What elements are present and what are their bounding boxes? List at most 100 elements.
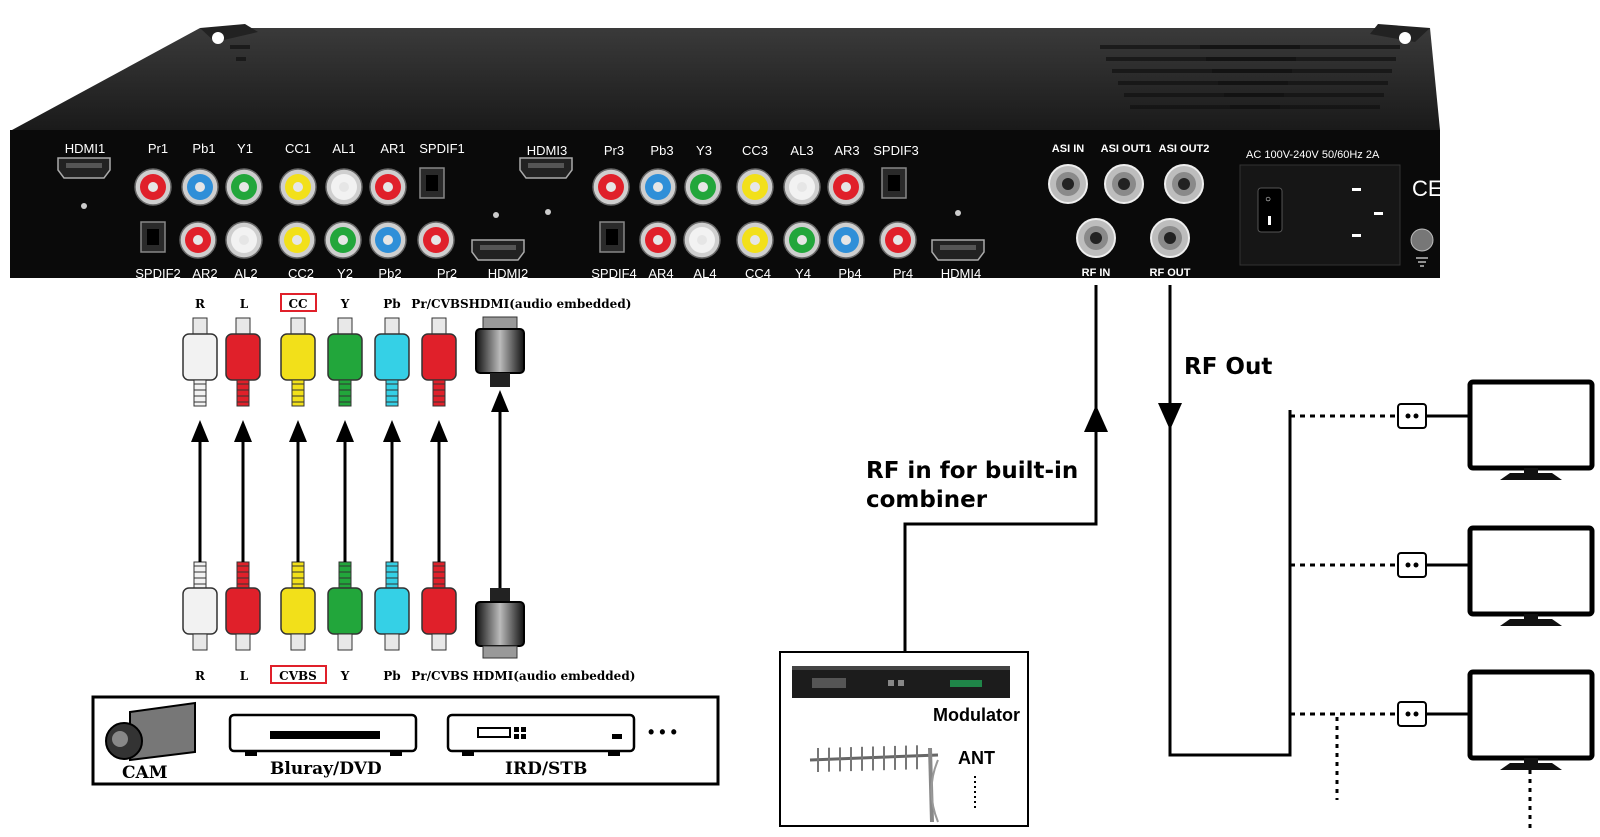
indicator-led — [493, 212, 499, 218]
outlet-socket — [1413, 711, 1419, 717]
rca-top-mid-4 — [783, 168, 821, 206]
rca-pin — [750, 182, 760, 192]
rca-pin — [797, 182, 807, 192]
rca-pin — [239, 182, 249, 192]
rca-bottom-left-5 — [417, 221, 455, 259]
panel-label-bottom-left: CC2 — [288, 266, 314, 281]
plug-tip — [337, 317, 353, 335]
cable-label-top: CC — [288, 297, 307, 311]
rca-top-mid-0 — [592, 168, 630, 206]
rca-pin — [339, 182, 349, 192]
vent-slot — [1230, 105, 1380, 109]
rca-plug — [327, 317, 363, 407]
hdmi-port-pins — [480, 245, 516, 250]
outlet-socket — [1405, 413, 1411, 419]
power-label: AC 100V-240V 50/60Hz 2A — [1246, 149, 1380, 161]
source-label-cam: CAM — [122, 763, 168, 783]
rca-pin — [195, 182, 205, 192]
cable-label-top: Pb — [383, 297, 400, 311]
spdif-shell — [599, 221, 625, 253]
vent-slot — [1206, 57, 1396, 61]
ant-label: ANT — [958, 748, 995, 768]
panel-label-asi: ASI IN — [1052, 143, 1084, 155]
panel-label-top-left: Pb1 — [192, 141, 215, 156]
cable-label-bottom: L — [240, 669, 249, 683]
panel-label-top-mid: CC3 — [742, 143, 768, 158]
panel-label-top-left: CC1 — [285, 141, 311, 156]
bluray-device: Bluray/DVD — [228, 713, 418, 779]
panel-label-bottom-mid: Y4 — [795, 266, 811, 281]
plug-tip — [235, 317, 251, 335]
plug-body — [374, 587, 410, 635]
outlet-socket — [1405, 711, 1411, 717]
rca-plug — [327, 561, 363, 651]
spdif-opening — [426, 175, 438, 191]
cable-label-top: HDMI(audio embedded) — [469, 297, 632, 311]
hdmi-plug-tip — [482, 645, 518, 659]
ce-mark: CE — [1412, 176, 1443, 201]
plug-body — [327, 587, 363, 635]
plug-strain-relief — [338, 379, 352, 407]
rca-plug — [421, 317, 457, 407]
antenna-icon — [809, 745, 939, 823]
ird-device: IRD/STB — [446, 713, 636, 779]
rca-pin — [841, 235, 851, 245]
asi-in-port — [1048, 164, 1088, 204]
panel-label-top-left: Pr1 — [148, 141, 168, 156]
vent-slots — [230, 45, 1400, 109]
rca-top-left-3 — [279, 168, 317, 206]
rf-in-arrow-icon — [1084, 405, 1108, 432]
rca-plug — [182, 317, 218, 407]
plug-body — [182, 587, 218, 635]
panel-label-bottom-left: AR2 — [192, 266, 217, 281]
panel-label-bottom-left: SPDIF2 — [135, 266, 181, 281]
plug-strain-relief — [432, 379, 446, 407]
cable-label-bottom: Y — [340, 669, 350, 683]
rca-pin — [653, 182, 663, 192]
sources-ellipsis: • • • — [648, 722, 677, 742]
vent-slot — [1218, 81, 1388, 85]
tv-neck — [1524, 614, 1538, 620]
vent-slot — [1118, 81, 1288, 85]
rf-source-box: Modulator ANT — [779, 651, 1029, 827]
hdmi-plug-body — [475, 601, 525, 647]
source-label-ird: IRD/STB — [505, 759, 587, 779]
plug-body — [374, 333, 410, 381]
plug-strain-relief — [385, 379, 399, 407]
hdmi-plug-boot — [490, 373, 510, 387]
bnc-pin — [1090, 232, 1102, 244]
plug-body — [421, 333, 457, 381]
switch-on-mark — [1268, 216, 1271, 225]
rca-plug — [374, 317, 410, 407]
plug-tip — [192, 317, 208, 335]
ird-foot-right — [608, 752, 620, 756]
panel-label-top-mid: Pb3 — [650, 143, 673, 158]
rca-bottom-left-1 — [225, 221, 263, 259]
panel-label-bottom-left: Y2 — [337, 266, 353, 281]
spdif4-port — [599, 221, 625, 253]
rca-bottom-mid-3 — [783, 221, 821, 259]
rf-out-arrow-icon — [1158, 403, 1182, 430]
vent-slot — [230, 45, 250, 49]
plug-tip — [192, 633, 208, 651]
hdmi-plug-body — [475, 328, 525, 374]
hdmi-port-pins — [66, 163, 102, 168]
panel-connectors — [57, 157, 1204, 261]
rf-in-line — [903, 285, 1098, 652]
hdmi-plug — [475, 588, 525, 659]
rca-pin — [148, 182, 158, 192]
rca-bottom-mid-5 — [879, 221, 917, 259]
ird-body — [446, 713, 636, 753]
plug-strain-relief — [291, 379, 305, 407]
rf-in-label-line2: combiner — [866, 487, 988, 513]
rca-pin — [697, 235, 707, 245]
rf-in-port — [1076, 218, 1116, 258]
asi-out1-port — [1104, 164, 1144, 204]
hdmi-plug-tip — [482, 316, 518, 330]
tv-stand — [1500, 763, 1562, 770]
mount-hole-left — [212, 32, 224, 44]
antenna-elements — [817, 745, 918, 772]
device-rear-panel — [10, 130, 1440, 278]
